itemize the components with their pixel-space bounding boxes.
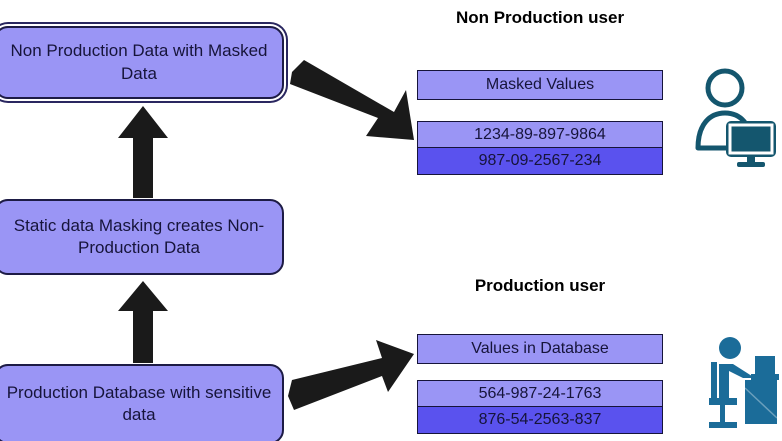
- arrow-up-icon: [118, 281, 168, 363]
- flow-box-label: Static data Masking creates Non-Producti…: [13, 215, 265, 257]
- flow-box-label: Production Database with sensitive data: [6, 382, 272, 424]
- panel-title-non-production-user: Non Production user: [455, 8, 625, 27]
- values-in-database-header-label: Values in Database: [471, 340, 609, 357]
- user-at-desk-icon: [709, 337, 779, 428]
- table-row: 876-54-2563-837: [418, 407, 662, 433]
- user-with-monitor-icon: [695, 68, 776, 167]
- flow-box-non-production-data[interactable]: Non Production Data with Masked Data: [0, 26, 284, 99]
- table-cell-value: 564-987-24-1763: [478, 384, 602, 402]
- panel-title-production-user: Production user: [474, 276, 606, 295]
- arrow-up-icon: [118, 106, 168, 198]
- arrow-up-right-icon: [288, 340, 414, 410]
- table-cell-value: 1234-89-897-9864: [474, 125, 606, 143]
- database-values-table: 564-987-24-1763 876-54-2563-837: [417, 380, 663, 434]
- values-in-database-header: Values in Database: [417, 334, 663, 364]
- table-row: 564-987-24-1763: [418, 381, 662, 407]
- table-cell-value: 987-09-2567-234: [478, 152, 602, 169]
- arrow-down-right-icon: [290, 60, 414, 140]
- panel-production-user: Production user Values in Database 564-9…: [417, 276, 782, 441]
- panel-non-production-user: Non Production user Masked Values 1234-8…: [417, 0, 782, 190]
- flow-box-static-data-masking[interactable]: Static data Masking creates Non-Producti…: [0, 199, 284, 275]
- flow-box-production-database[interactable]: Production Database with sensitive data: [0, 364, 284, 441]
- masked-values-table: 1234-89-897-9864 987-09-2567-234: [417, 121, 663, 175]
- masked-values-header-label: Masked Values: [485, 76, 595, 93]
- table-row: 987-09-2567-234: [418, 148, 662, 174]
- flow-box-label: Non Production Data with Masked Data: [10, 41, 268, 83]
- table-cell-value: 876-54-2563-837: [478, 411, 602, 428]
- table-row: 1234-89-897-9864: [418, 122, 662, 148]
- masked-values-header: Masked Values: [417, 70, 663, 100]
